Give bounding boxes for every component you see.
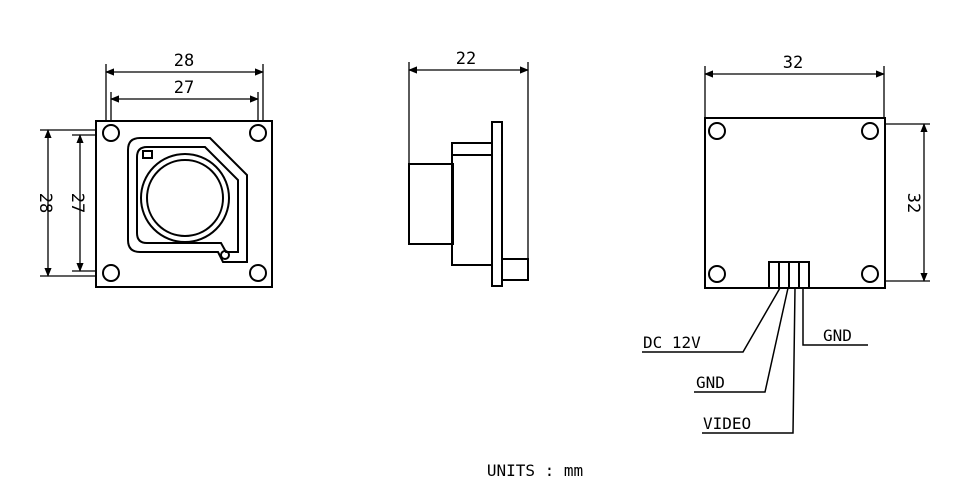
lens-outer [140, 153, 230, 243]
front-width-28-label: 28 [174, 51, 194, 71]
leader-gnd-2 [802, 288, 868, 346]
mounting-hole-bottom-right [249, 264, 267, 282]
connector-leaders [642, 287, 868, 434]
leader-gnd-1 [694, 287, 789, 393]
front-height-28-label: 28 [35, 193, 55, 213]
side-view [408, 121, 529, 287]
back-view [704, 117, 886, 289]
units-note: UNITS : mm [487, 461, 583, 480]
lens-inner [146, 159, 224, 237]
back-dimensions [704, 66, 930, 282]
front-view [95, 120, 273, 288]
front-dimensions [40, 64, 264, 277]
back-hole-top-left [708, 122, 726, 140]
pin-label-video: VIDEO [703, 414, 751, 433]
back-height-32-label: 32 [903, 193, 923, 213]
lens-holder-notch [142, 150, 153, 159]
pin-label-gnd-1: GND [696, 373, 725, 392]
leader-video [702, 287, 796, 434]
side-dimensions [408, 62, 529, 259]
side-pcb-edge [491, 121, 503, 287]
front-board-outline [95, 120, 273, 288]
back-hole-top-right [861, 122, 879, 140]
leader-dc-12v [642, 287, 781, 353]
side-lens-holder [451, 142, 493, 266]
front-hole-spacing-27-label: 27 [174, 78, 194, 98]
pin-label-dc-12v: DC 12V [643, 333, 701, 352]
lens-holder-screw [220, 250, 230, 260]
side-lens-barrel [408, 163, 454, 245]
mounting-hole-top-left [102, 124, 120, 142]
mounting-hole-bottom-left [102, 264, 120, 282]
back-width-32-label: 32 [783, 53, 803, 73]
front-hole-spacing-height-27-label: 27 [67, 193, 87, 213]
side-depth-22-label: 22 [456, 49, 476, 69]
lens-holder-inner [136, 146, 239, 253]
mounting-hole-top-right [249, 124, 267, 142]
pin-label-gnd-2: GND [823, 326, 852, 345]
back-hole-bottom-right [861, 265, 879, 283]
back-hole-bottom-left [708, 265, 726, 283]
side-connector [501, 258, 529, 281]
